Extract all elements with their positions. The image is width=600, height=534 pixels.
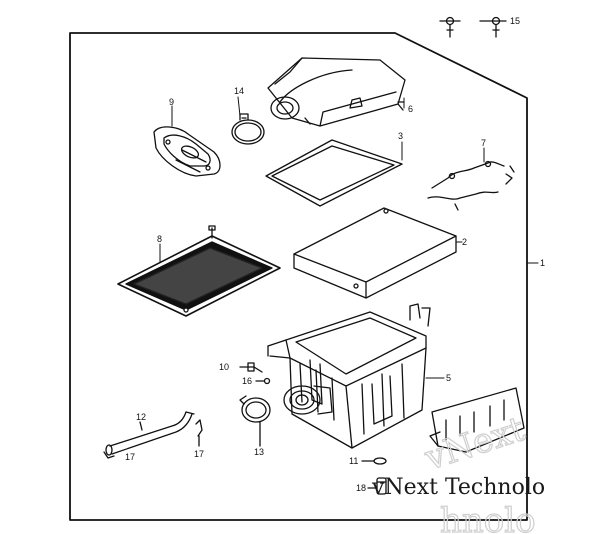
- watermark-ghost-bottom: hnolo: [440, 501, 536, 534]
- part-12-breather-hose: [105, 411, 195, 456]
- part-5-air-box-housing: [267, 303, 431, 449]
- part-11-drain-plug: [361, 457, 387, 465]
- leader-lines: [159, 96, 539, 379]
- part-14-hose-clamp: [231, 113, 265, 145]
- watermark-ghost-top: vNext: [419, 409, 530, 479]
- watermark: vNext vNext Technolo hnolo: [371, 408, 545, 534]
- callout-8: 8: [157, 234, 162, 244]
- part-9-intake-flange: [153, 126, 221, 177]
- callout-labels: 1 2 3 5 6 7 8 9 10 11 12 13 14 15 16 17 …: [125, 16, 545, 493]
- callout-3: 3: [398, 131, 403, 141]
- part-7-spring-clips: [427, 160, 515, 211]
- part-17-hose-clamps: [103, 419, 203, 459]
- callout-6: 6: [408, 104, 413, 114]
- drain-bracket: [429, 387, 525, 453]
- callout-9: 9: [169, 97, 174, 107]
- watermark-main: vNext Technolo: [371, 475, 545, 500]
- callout-5: 5: [446, 373, 451, 383]
- callout-16: 16: [242, 376, 252, 386]
- callout-17-right: 17: [194, 449, 204, 459]
- callout-18: 18: [356, 483, 366, 493]
- callout-2: 2: [462, 237, 467, 247]
- part-10-bolt: [239, 362, 263, 373]
- part-6-air-box-lid: [267, 57, 406, 127]
- part-3-lid-gasket: [265, 139, 403, 207]
- callout-11: 11: [349, 456, 358, 466]
- callout-17-left: 17: [125, 452, 135, 462]
- part-16-clip: [255, 377, 271, 385]
- part-8-filter-screen: [117, 225, 281, 317]
- callout-12: 12: [136, 412, 146, 422]
- assembly-frame: [69, 32, 528, 521]
- callout-10: 10: [219, 362, 229, 372]
- callout-7: 7: [481, 138, 486, 148]
- callout-13: 13: [254, 447, 264, 457]
- part-18-drain-cap: [367, 477, 387, 495]
- callout-15: 15: [510, 16, 520, 26]
- part-15-bolts: [439, 16, 507, 38]
- callout-14: 14: [234, 86, 244, 96]
- part-13-outlet-clamp: [239, 395, 271, 447]
- callout-1: 1: [540, 258, 545, 268]
- part-2-filter-element: [293, 207, 457, 299]
